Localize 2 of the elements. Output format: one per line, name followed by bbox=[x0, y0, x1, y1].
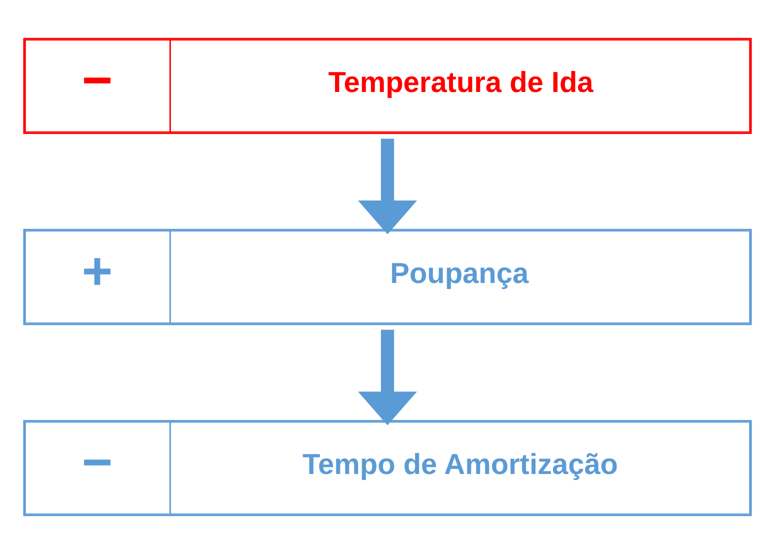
arrow bbox=[358, 329, 418, 425]
arrow bbox=[358, 138, 418, 234]
